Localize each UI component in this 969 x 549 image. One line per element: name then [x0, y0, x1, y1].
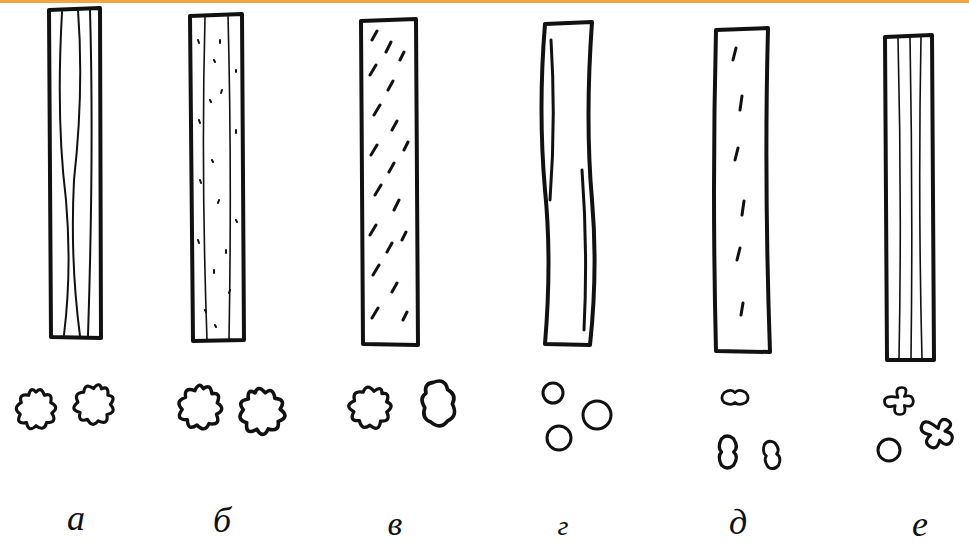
- figure-letter: а: [67, 500, 85, 536]
- figure-letter: е: [912, 506, 928, 542]
- top-rule: [0, 0, 969, 3]
- figure-letter: д: [729, 504, 747, 540]
- figure-letter: в: [388, 507, 403, 541]
- figure-letter: г: [558, 512, 569, 540]
- figure-letter: б: [213, 502, 231, 538]
